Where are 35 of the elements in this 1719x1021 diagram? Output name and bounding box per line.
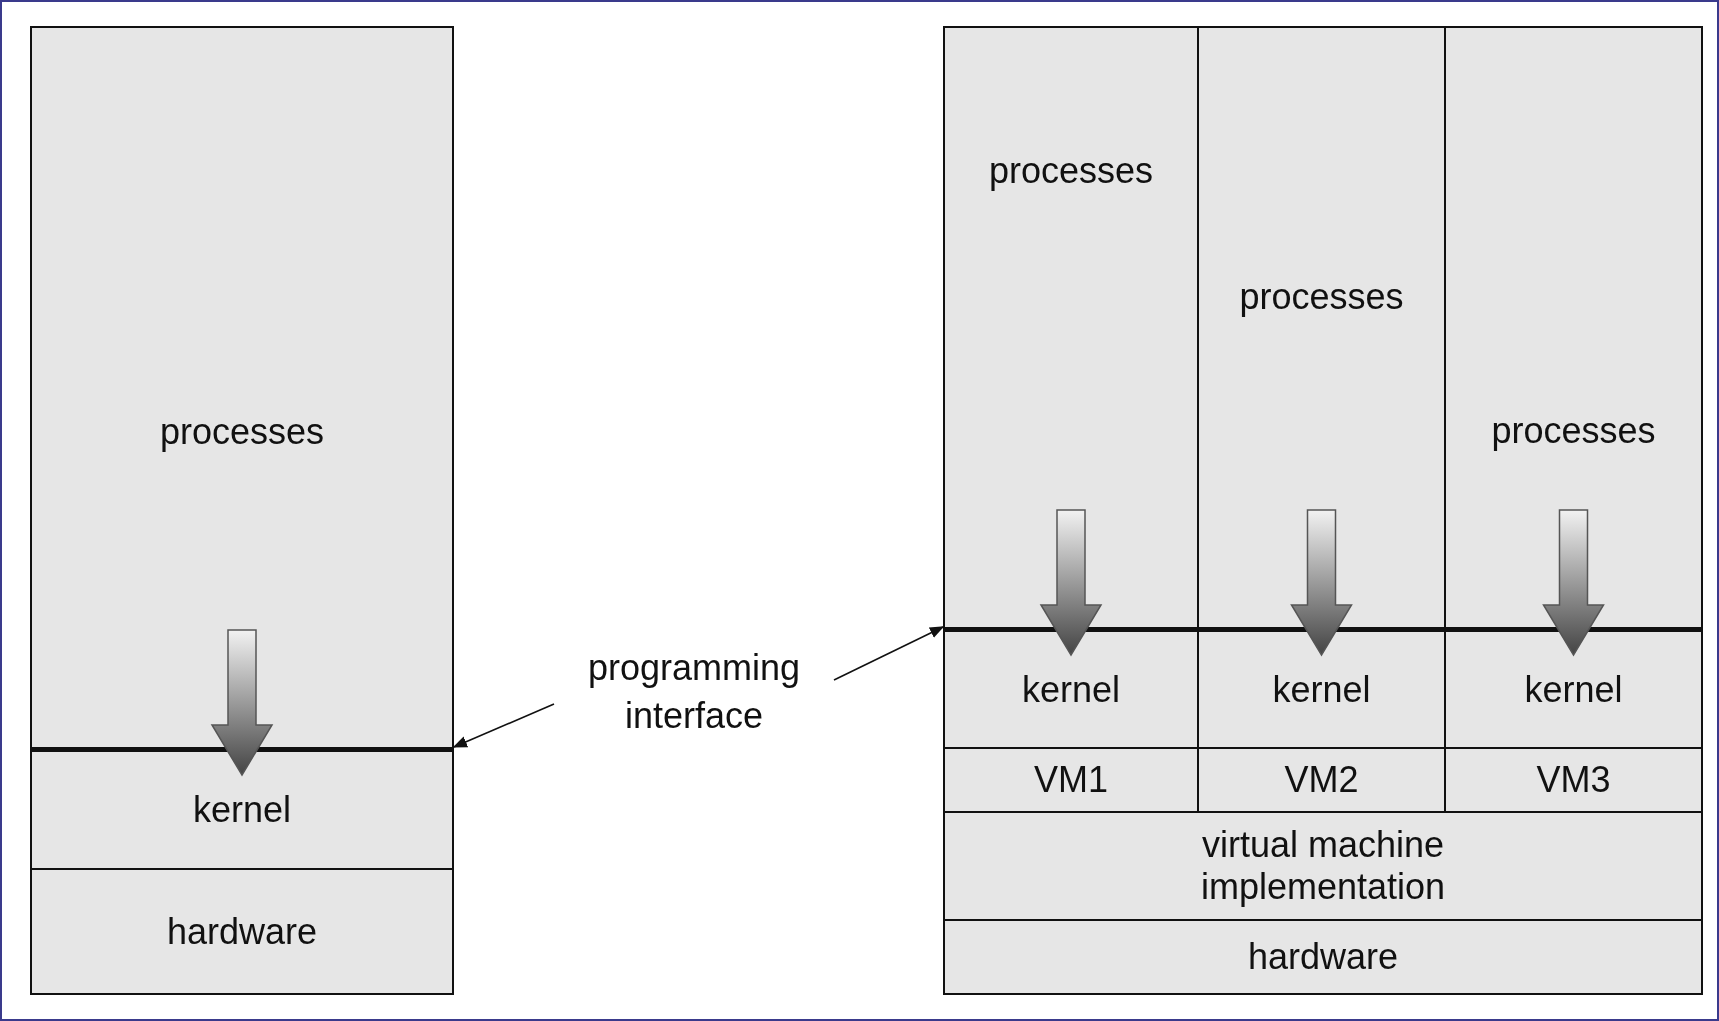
kernel-layer xyxy=(943,627,1199,749)
layer-label: processes xyxy=(1239,276,1404,318)
vm-layer xyxy=(1197,747,1446,813)
layer-label: processes xyxy=(1491,410,1656,452)
processes-layer xyxy=(30,26,454,749)
layer-label: hardware xyxy=(1247,936,1399,978)
hardware-layer xyxy=(943,919,1703,995)
block-arrow xyxy=(1290,509,1353,657)
layer-label: virtual machine implementation xyxy=(1199,824,1447,908)
layer-label: kernel xyxy=(192,789,292,831)
layer-label: kernel xyxy=(1524,668,1623,711)
kernel-layer xyxy=(1444,627,1703,749)
virtual-machine-layer xyxy=(943,811,1703,921)
layer-label: VM2 xyxy=(1284,759,1359,801)
layer-label: kernel xyxy=(1272,668,1371,711)
layer-label: VM1 xyxy=(1034,759,1108,801)
processes-layer xyxy=(1444,26,1703,629)
annotation-text: programming interface xyxy=(564,642,824,742)
block-arrow xyxy=(1542,509,1605,657)
layer-label: kernel xyxy=(1021,668,1121,711)
kernel-layer xyxy=(30,747,454,870)
layer-label: processes xyxy=(988,150,1154,192)
arrow xyxy=(833,626,945,681)
vm-layer xyxy=(943,747,1199,813)
kernel-layer xyxy=(1197,627,1446,749)
layer-label: VM3 xyxy=(1536,759,1611,801)
hardware-layer xyxy=(30,868,454,995)
processes-layer xyxy=(1197,26,1446,629)
processes-layer xyxy=(943,26,1199,629)
layer-label: hardware xyxy=(166,910,318,953)
layer-label: processes xyxy=(159,411,325,453)
vm-layer xyxy=(1444,747,1703,813)
block-arrow xyxy=(1039,509,1103,657)
arrow xyxy=(452,703,555,748)
block-arrow xyxy=(210,629,274,777)
